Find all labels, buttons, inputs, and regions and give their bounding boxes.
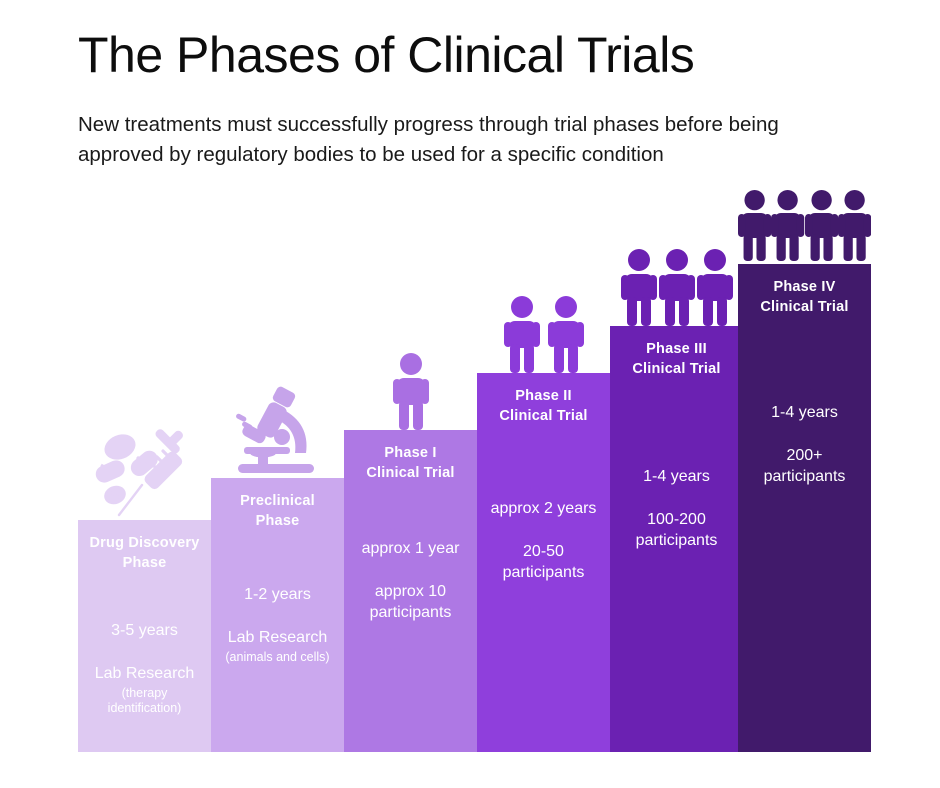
person-icon xyxy=(392,353,429,430)
bar-label-phase-2: Phase II Clinical Trial xyxy=(499,388,588,424)
bar-note-preclinical: (animals and cells) xyxy=(225,649,330,664)
person-icon xyxy=(547,296,584,373)
bar-participants-phase-1: approx 10 participants xyxy=(369,582,452,621)
bar-label-phase-3: Phase III Clinical Trial xyxy=(632,341,721,377)
bar-label-phase-1: Phase I Clinical Trial xyxy=(366,445,455,481)
bar-participants-phase-4: 200+ participants xyxy=(763,446,846,485)
person-icon xyxy=(738,189,772,262)
bar-phase-2[interactable]: Phase II Clinical Trial approx 2 years 2… xyxy=(477,373,610,752)
person-icon xyxy=(696,249,733,326)
bar-participants-phase-2: 20-50 participants xyxy=(502,542,585,581)
icon-group-preclinical xyxy=(211,385,344,478)
bar-phase-3[interactable]: Phase III Clinical Trial 1-4 years 100-2… xyxy=(610,326,743,752)
bar-label-phase-4: Phase IV Clinical Trial xyxy=(760,279,849,315)
page-subtitle: New treatments must successfully progres… xyxy=(78,113,779,166)
bar-participants-drug-discovery: Lab Research xyxy=(94,664,195,682)
bar-phase-4[interactable]: Phase IV Clinical Trial 1-4 years 200+ p… xyxy=(738,264,871,752)
icon-group-phase-3 xyxy=(610,249,743,326)
bar-participants-preclinical: Lab Research xyxy=(227,628,328,646)
bar-note-drug-discovery: (therapy identification) xyxy=(107,685,182,716)
icon-group-phase-2 xyxy=(477,296,610,373)
bar-years-drug-discovery: 3-5 years xyxy=(111,622,178,640)
bar-preclinical[interactable]: Preclinical Phase 1-2 years Lab Research… xyxy=(211,478,344,752)
bar-years-phase-4: 1-4 years xyxy=(771,404,838,422)
bar-label-preclinical: Preclinical Phase xyxy=(240,493,315,529)
person-icon xyxy=(771,189,805,262)
bar-drug-discovery[interactable]: Drug Discovery Phase 3-5 years Lab Resea… xyxy=(78,520,211,752)
bar-years-preclinical: 1-2 years xyxy=(244,586,311,604)
person-icon xyxy=(804,189,838,262)
bar-participants-phase-3: 100-200 participants xyxy=(635,510,718,549)
icon-group-phase-1 xyxy=(344,353,477,430)
microscope-icon xyxy=(235,386,314,473)
icon-group-drug-discovery xyxy=(78,423,211,519)
bar-years-phase-1: approx 1 year xyxy=(361,540,460,558)
bar-years-phase-3: 1-4 years xyxy=(643,468,710,486)
person-icon xyxy=(837,189,871,262)
bar-label-drug-discovery: Drug Discovery Phase xyxy=(89,535,200,571)
pills-syringe-icon xyxy=(95,429,183,517)
bar-years-phase-2: approx 2 years xyxy=(490,500,597,518)
bar-phase-1[interactable]: Phase I Clinical Trial approx 1 year app… xyxy=(344,430,477,752)
person-icon xyxy=(503,296,540,373)
icon-group-phase-4 xyxy=(738,187,871,264)
person-icon xyxy=(620,249,657,326)
person-icon xyxy=(658,249,695,326)
page-title: The Phases of Clinical Trials xyxy=(78,27,695,83)
